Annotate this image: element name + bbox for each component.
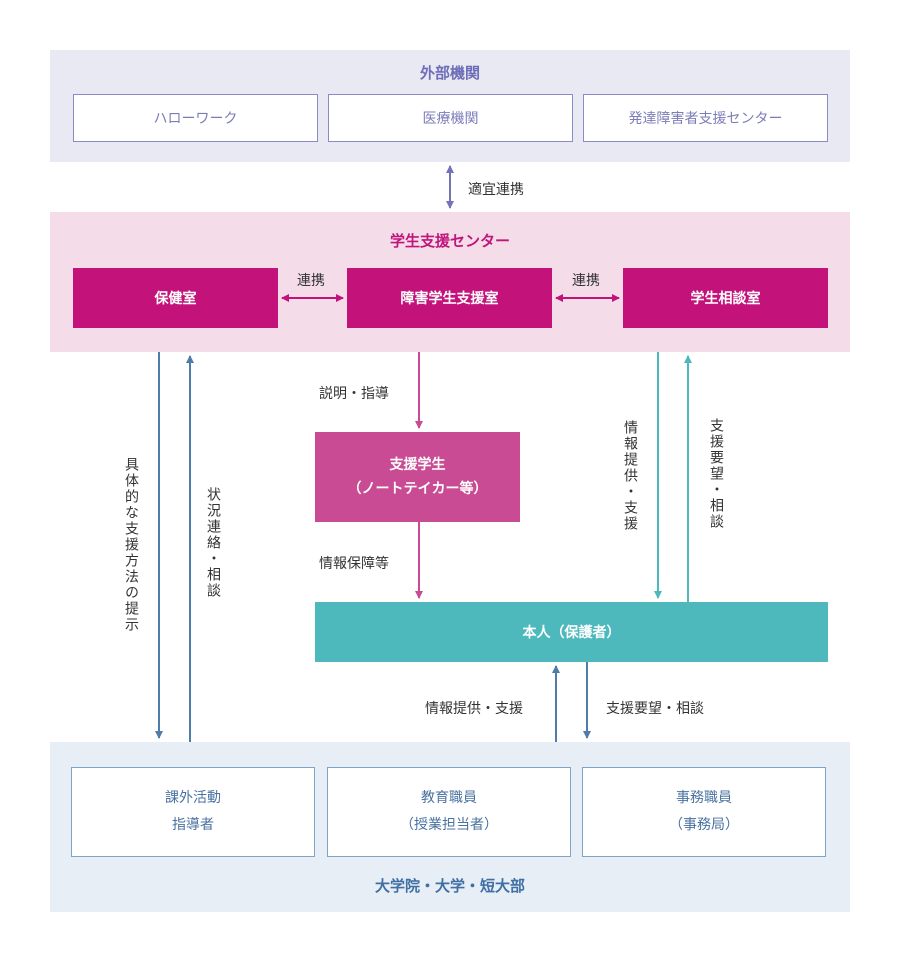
box-person: 本人（保護者） [315,602,828,662]
univ-box-2-line2: （授業担当者） [400,817,498,833]
univ-box-3-line1: 事務職員 [676,790,732,806]
box-faculty: 教育職員 （授業担当者） [327,767,571,857]
box-disability-support-room: 障害学生支援室 [347,268,552,328]
label-info-support-right: 情報提供・支援 [622,420,638,532]
label-info-guarantee: 情報保障等 [319,556,389,572]
label-renkei-right: 連携 [572,273,600,289]
box-support-student: 支援学生 （ノートテイカー等） [315,432,520,522]
label-renkei-left: 連携 [297,273,325,289]
box-staff: 事務職員 （事務局） [582,767,826,857]
label-status: 状況連絡・相談 [205,487,221,599]
box-counseling-room: 学生相談室 [623,268,828,328]
label-explain: 説明・指導 [319,386,389,402]
box-health-room: 保健室 [73,268,278,328]
external-title: 外部機関 [419,64,480,82]
box-developmental-center: 発達障害者支援センター [583,94,828,142]
label-request-right: 支援要望・相談 [708,418,724,530]
box-medical: 医療機関 [328,94,573,142]
label-info-support-bottom: 情報提供・支援 [425,701,523,717]
univ-box-2-line1: 教育職員 [421,790,477,806]
label-request-bottom: 支援要望・相談 [606,701,704,717]
label-appropriate: 適宜連携 [468,182,524,198]
center-title: 学生支援センター [389,232,510,250]
box-hello-work: ハローワーク [73,94,318,142]
support-line2: （ノートテイカー等） [347,481,488,497]
support-line1: 支援学生 [389,457,446,473]
univ-box-1-line2: 指導者 [172,817,214,833]
label-method: 具体的な支援方法の提示 [123,457,139,633]
box-extracurricular: 課外活動 指導者 [71,767,315,857]
university-title: 大学院・大学・短大部 [374,877,525,895]
univ-box-1-line1: 課外活動 [165,790,221,806]
univ-box-3-line2: （事務局） [669,817,739,833]
